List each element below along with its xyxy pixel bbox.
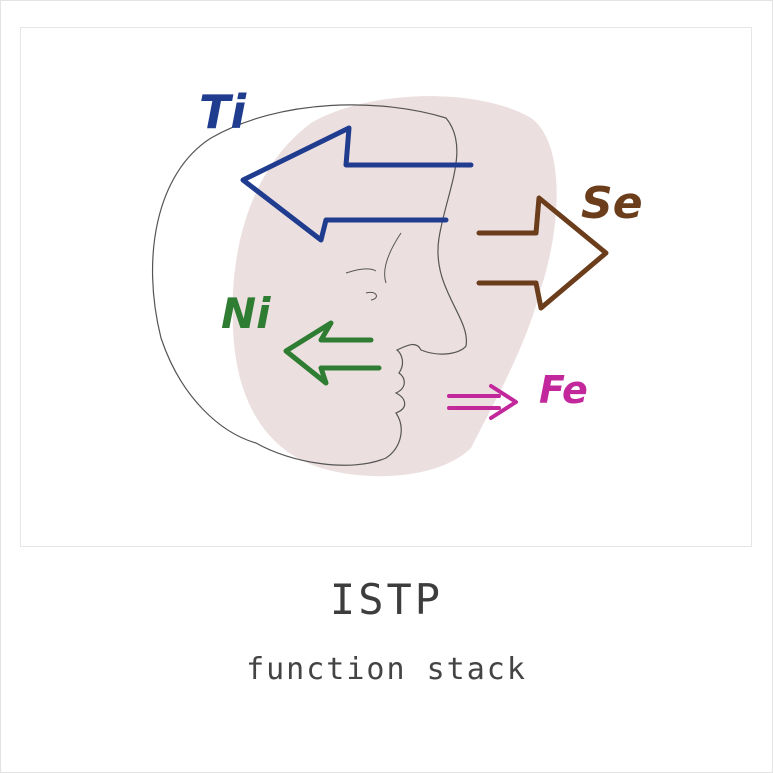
head-outline	[152, 104, 467, 466]
fe-label: Fe	[539, 368, 588, 412]
diagram-panel: Ti Se Ni Fe	[20, 27, 752, 547]
face-detail	[345, 232, 402, 301]
page-subtitle: function stack	[246, 652, 527, 687]
fe-arrow	[447, 384, 518, 420]
page-title: ISTP	[329, 575, 444, 624]
ni-arrow	[283, 320, 382, 386]
ti-label: Ti	[199, 85, 247, 139]
ni-label: Ni	[221, 289, 271, 338]
background-blob	[232, 96, 557, 477]
ti-arrow	[240, 125, 474, 243]
se-arrow	[476, 195, 609, 311]
se-label: Se	[581, 178, 643, 229]
function-diagram: Ti Se Ni Fe	[152, 85, 643, 477]
